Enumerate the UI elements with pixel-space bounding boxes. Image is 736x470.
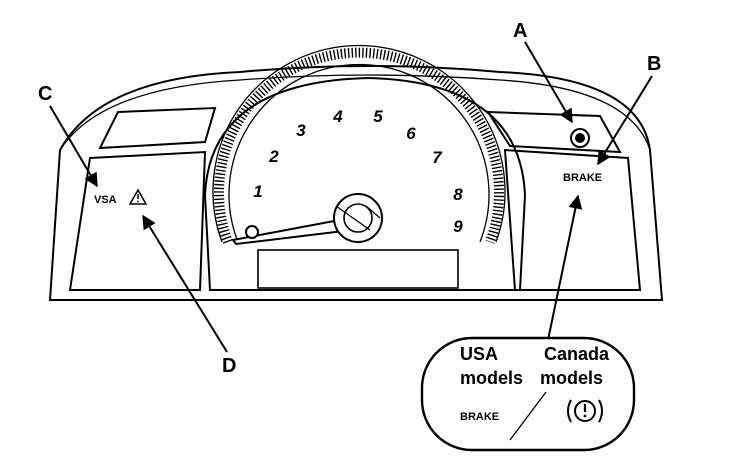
inset-canada-line1: Canada [544, 344, 610, 364]
left-panel [68, 106, 217, 291]
tachometer-needle [231, 193, 383, 246]
inset-usa-line2: models [460, 368, 523, 388]
callout-a: A [513, 20, 527, 42]
odometer-display [257, 249, 459, 289]
dial-number: 8 [453, 185, 463, 204]
tachometer: 123 4 5 678 9 [203, 44, 527, 291]
inset-pointer-arrow [547, 194, 583, 341]
callout-d-arrow [142, 214, 228, 353]
callout-a-arrow [524, 41, 573, 124]
callout-b-arrow [597, 75, 653, 166]
brake-system-icon [567, 399, 603, 423]
dial-number: 4 [332, 107, 343, 126]
dial-number: 3 [296, 121, 306, 140]
callout-c: C [38, 83, 52, 105]
inset-usa-line1: USA [460, 344, 498, 364]
inset-divider [509, 391, 547, 441]
inset-canada-line2: models [540, 368, 603, 388]
callout-c-arrow [49, 105, 98, 188]
dial-number: 6 [406, 124, 416, 143]
dial-number: 2 [268, 147, 279, 166]
callout-d: D [222, 355, 236, 377]
inset-brake-label: BRAKE [460, 411, 499, 423]
dial-number: 7 [432, 148, 443, 167]
warning-triangle-icon [128, 188, 148, 205]
dial-number: 1 [253, 182, 262, 201]
model-variants-inset: USA models Canada models BRAKE [420, 336, 636, 452]
dial-numbers: 123 4 5 678 9 [253, 107, 463, 236]
dial-number: 9 [453, 217, 463, 236]
dial-number: 5 [373, 107, 383, 126]
brake-indicator-label: BRAKE [563, 172, 602, 184]
callout-b: B [647, 53, 661, 75]
vsa-indicator-label: VSA [94, 194, 117, 206]
tire-pressure-warning-icon [570, 128, 590, 148]
